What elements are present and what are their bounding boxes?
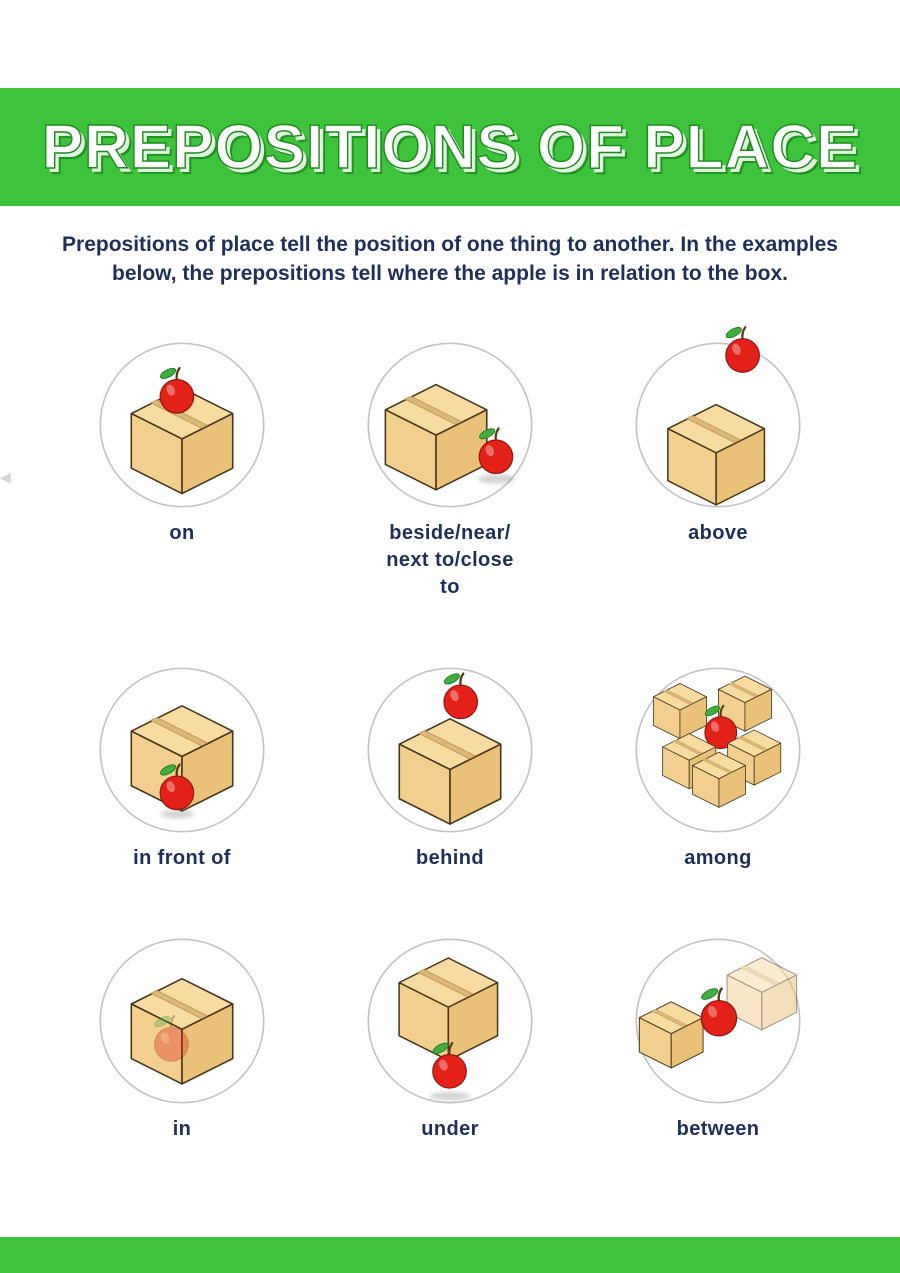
preposition-label: under (421, 1117, 479, 1140)
shadow (477, 473, 515, 484)
shadow (160, 809, 195, 819)
footer-bar (0, 1237, 900, 1273)
card-among: among (625, 646, 811, 872)
card-in: in (89, 917, 275, 1143)
preposition-label: on (169, 521, 195, 544)
preposition-grid: on beside/near/ next to/close to above (0, 289, 900, 1143)
card-beside: beside/near/ next to/close to (357, 321, 543, 601)
intro-text: Prepositions of place tell the position … (62, 233, 838, 286)
preposition-label: in front of (133, 846, 231, 869)
card-in-front-of: in front of (89, 646, 275, 872)
card-under: under (357, 917, 543, 1143)
illustration-behind (367, 667, 533, 833)
preposition-label: in (172, 1117, 192, 1140)
illustration-among (635, 667, 801, 833)
preposition-label: between (676, 1117, 760, 1140)
card-above: above (625, 321, 811, 601)
illustration-beside (367, 342, 533, 508)
apple-icon (723, 323, 761, 374)
illustration-in (99, 938, 265, 1104)
illustration-between (635, 938, 801, 1104)
page-title: PREPOSITIONS OF PLACE (41, 112, 859, 182)
title-banner: PREPOSITIONS OF PLACE (0, 88, 900, 206)
illustration-under (367, 938, 533, 1104)
illustration-above (635, 323, 801, 508)
shadow (429, 1091, 471, 1101)
preposition-label: behind (416, 846, 484, 869)
illustration-in-front-of (99, 667, 265, 833)
card-behind: behind (357, 646, 543, 872)
card-between: between (625, 917, 811, 1143)
illustration-on (99, 342, 265, 508)
left-arrow-icon[interactable]: ◀ (0, 469, 11, 485)
preposition-label: above (688, 521, 748, 544)
preposition-label: among (684, 846, 752, 869)
preposition-label: beside/near/ next to/close to (386, 521, 514, 598)
card-on: on (89, 321, 275, 601)
